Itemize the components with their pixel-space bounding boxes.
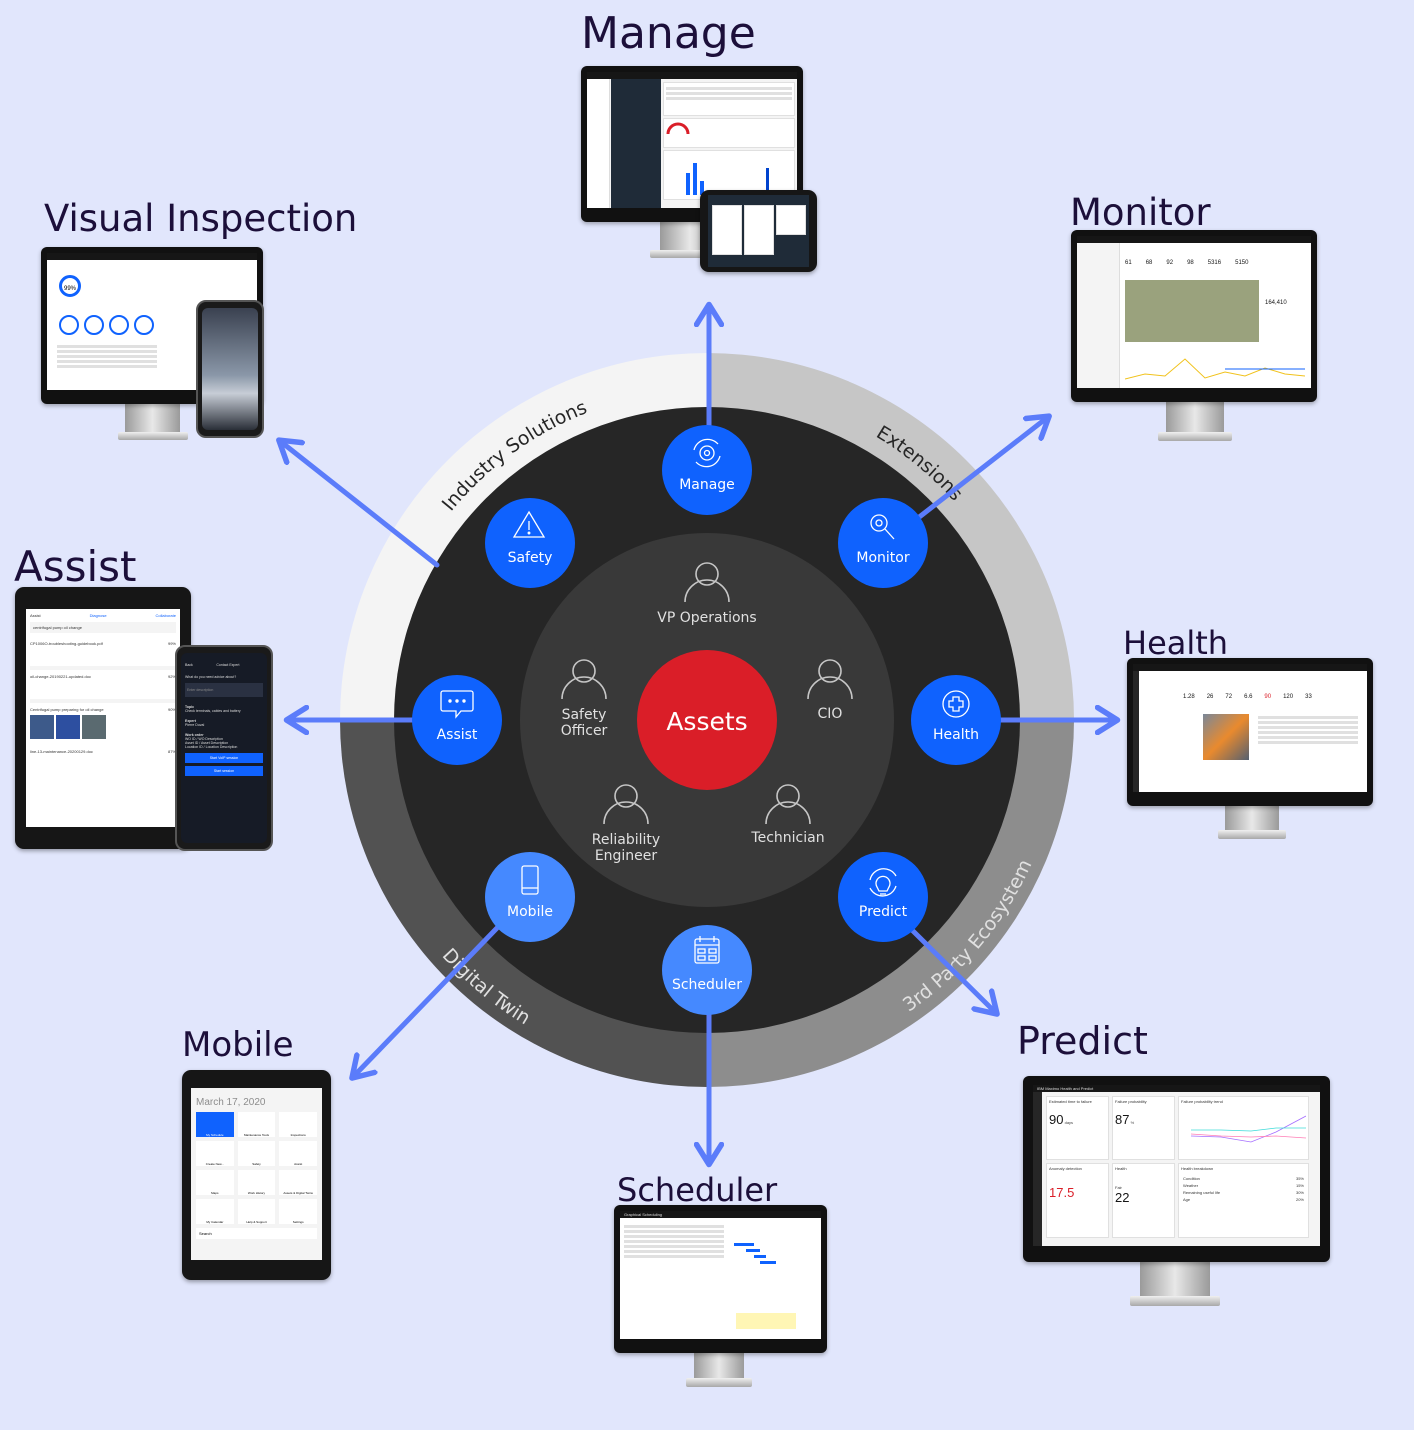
module-scheduler[interactable]: Scheduler: [662, 925, 752, 1015]
scheduler-title: Scheduler: [617, 1171, 778, 1209]
role-vp-operations: VP Operations: [657, 610, 756, 626]
visual-inspection-title: Visual Inspection: [44, 197, 358, 240]
assets-circle[interactable]: [637, 650, 777, 790]
svg-text:Monitor: Monitor: [856, 550, 909, 566]
assist-tablet: Assist Diagnose Collaborate centrifugal …: [15, 587, 191, 849]
tile[interactable]: Inspections: [279, 1112, 317, 1137]
user-icon: [603, 784, 649, 825]
description-input[interactable]: Enter description: [185, 683, 263, 697]
score-ring: 99%: [59, 275, 81, 297]
assist-title: Assist: [14, 542, 137, 591]
role-cio: CIO: [818, 706, 843, 722]
module-assist[interactable]: Assist: [412, 675, 502, 765]
bar-chart-icon: [686, 163, 769, 195]
asset-photo: [1203, 714, 1249, 760]
search-input[interactable]: Search: [196, 1228, 317, 1239]
floor-map: [1125, 280, 1259, 342]
lightbulb-icon: [869, 868, 897, 897]
user-icon: [684, 562, 730, 603]
svg-text:Scheduler: Scheduler: [672, 977, 742, 993]
tile[interactable]: Settings: [279, 1199, 317, 1224]
mobile-tablet: March 17, 2020 My Schedule Maintenance T…: [182, 1070, 331, 1280]
trend-chart: [1190, 1115, 1307, 1143]
arrow-monitor: [915, 417, 1048, 521]
tile[interactable]: Help & Support: [237, 1199, 276, 1224]
user-icon: [561, 659, 607, 700]
module-safety[interactable]: Safety: [485, 498, 575, 588]
role-safety-officer-line2: Officer: [561, 723, 608, 739]
tile[interactable]: Create New...: [196, 1141, 234, 1166]
result-item[interactable]: line-13-maintenance-20200129.doc: [30, 749, 93, 754]
gear-cycle-icon: [693, 438, 721, 468]
predict-title: Predict: [1017, 1019, 1148, 1063]
assets-label: Assets: [666, 707, 747, 736]
module-manage[interactable]: Manage: [662, 425, 752, 515]
manage-title: Manage: [581, 8, 756, 59]
svg-text:Safety: Safety: [508, 550, 553, 566]
diagnose-link[interactable]: Diagnose: [89, 613, 107, 618]
mobile-title: Mobile: [182, 1025, 294, 1065]
tile[interactable]: Safety: [237, 1141, 276, 1166]
result-item[interactable]: Centrifugal pump preparing for oil chang…: [30, 707, 104, 712]
tile[interactable]: Assets & Digital Twins: [279, 1170, 317, 1195]
back-button[interactable]: Back: [185, 663, 193, 667]
arrow-predict: [909, 927, 996, 1013]
warning-icon: [512, 510, 546, 538]
tile[interactable]: Assist: [279, 1141, 317, 1166]
visual-inspection-phone: [196, 300, 264, 438]
tile[interactable]: Work History: [237, 1170, 276, 1195]
line-chart: [1125, 358, 1305, 380]
svg-text:Mobile: Mobile: [507, 904, 553, 920]
user-icon: [765, 784, 811, 825]
module-mobile[interactable]: Mobile: [485, 852, 575, 942]
arrow-safety: [280, 441, 440, 568]
role-reliability-engineer-line2: Engineer: [595, 848, 658, 864]
collaborate-link[interactable]: Collaborate: [155, 613, 176, 618]
svg-text:Assist: Assist: [437, 727, 478, 743]
svg-text:Manage: Manage: [679, 477, 735, 493]
predict-monitor: IBM Maximo Health and Predict Estimated …: [1023, 1076, 1330, 1262]
plus-badge-icon: [942, 690, 970, 718]
gantt-chart: [734, 1243, 796, 1329]
arrows: [280, 306, 1116, 1163]
tile[interactable]: My Schedule: [196, 1112, 234, 1137]
role-reliability-engineer: Reliability: [592, 832, 660, 848]
start-voip-button[interactable]: Start VoIP session: [185, 753, 263, 763]
result-item[interactable]: CP1006O-troubleshooting-guidebook.pdf: [30, 641, 103, 646]
tile[interactable]: Maintenance Tools: [237, 1112, 276, 1137]
calendar-icon: [694, 936, 720, 964]
result-item[interactable]: oil-change-20190221-updated.doc: [30, 674, 91, 679]
role-safety-officer: Safety: [562, 707, 607, 723]
svg-text:Health: Health: [933, 727, 979, 743]
module-monitor[interactable]: Monitor: [838, 498, 928, 588]
module-predict[interactable]: Predict: [838, 852, 928, 942]
role-technician: Technician: [750, 830, 824, 846]
arrow-mobile: [353, 925, 500, 1077]
role-icons: [561, 562, 853, 825]
mobile-icon: [521, 865, 539, 895]
manage-tablet: [700, 190, 817, 272]
tile[interactable]: My Calendar: [196, 1199, 234, 1224]
tile[interactable]: Maps: [196, 1170, 234, 1195]
health-title: Health: [1123, 624, 1229, 662]
start-session-button[interactable]: Start session: [185, 766, 263, 776]
module-health[interactable]: Health: [911, 675, 1001, 765]
chat-icon: [440, 690, 474, 719]
date-label: March 17, 2020: [196, 1097, 266, 1108]
gauge-icon: [666, 122, 690, 135]
search-input[interactable]: centrifugal pump oil change: [30, 622, 176, 633]
user-icon: [807, 659, 853, 700]
monitor-title: Monitor: [1070, 191, 1211, 234]
svg-text:Predict: Predict: [859, 904, 908, 920]
scheduler-monitor: Graphical Scheduling: [614, 1205, 827, 1353]
magnify-gear-icon: [870, 514, 895, 540]
